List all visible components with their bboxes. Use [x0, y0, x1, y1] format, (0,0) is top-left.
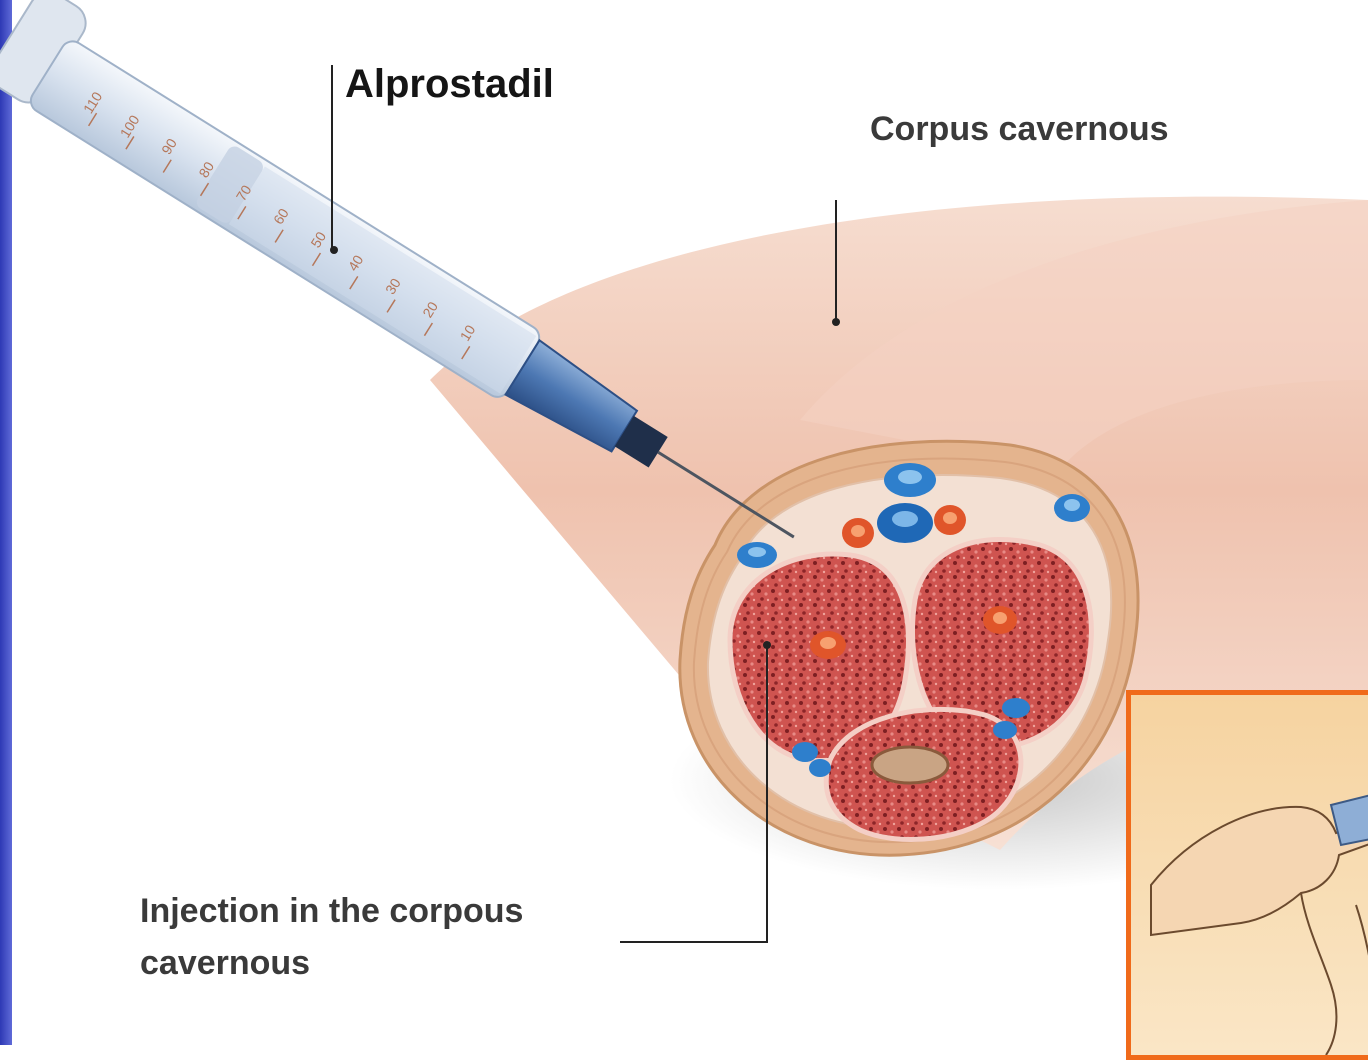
- label-corpus-cavernous: Corpus cavernous: [870, 110, 1169, 149]
- inset-hand-svg: [1131, 695, 1368, 1060]
- artery-right: [983, 606, 1017, 634]
- artery-left: [810, 631, 846, 659]
- label-alprostadil: Alprostadil: [345, 62, 554, 107]
- inset-panel: [1126, 690, 1368, 1060]
- label-injection-line2: cavernous: [140, 942, 310, 984]
- urethra: [872, 747, 948, 783]
- label-injection-line1: Injection in the corpous: [140, 890, 523, 932]
